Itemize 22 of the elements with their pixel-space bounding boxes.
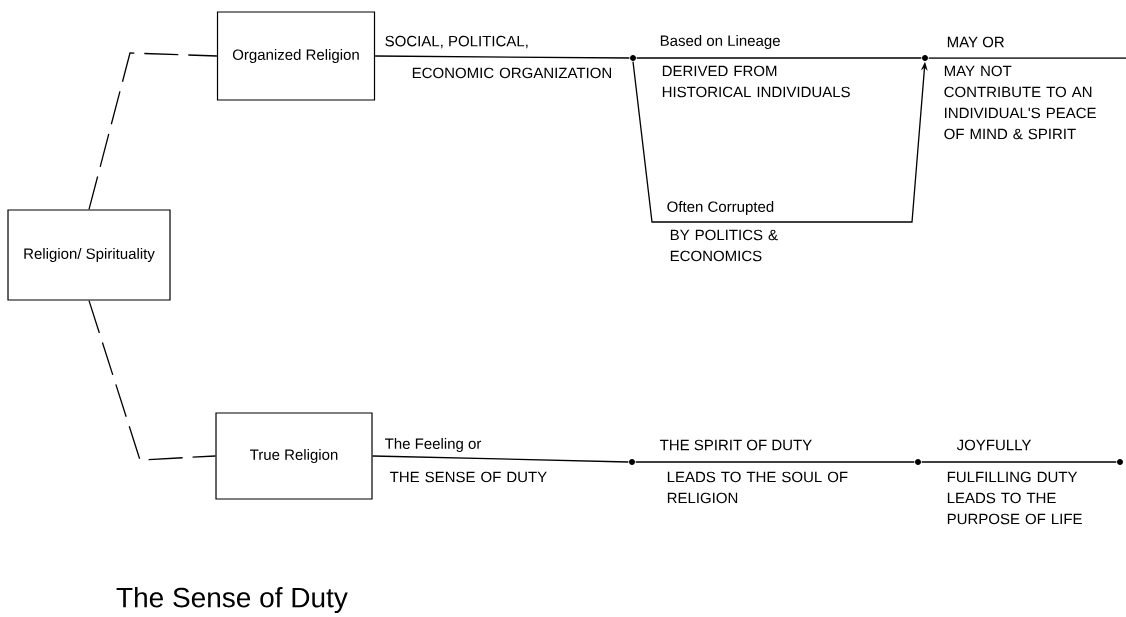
note-text: The Feeling or [385,438,482,452]
note-text: SOCIAL, POLITICAL, [385,35,528,49]
connector-line [928,57,1126,59]
note-text: Often Corrupted [667,201,774,215]
connector-line [635,461,915,463]
connector-line [88,299,217,461]
connector-line [374,55,630,59]
note-text: ECONOMIC ORGANIZATION [412,67,611,79]
note-text: MAY NOT CONTRIBUTE TO AN INDIVIDUAL'S PEACE OF MIND & SPIRIT [944,65,1096,140]
concept-box: True Religion [215,412,373,500]
note-text: LEADS TO THE SOUL OF RELIGION [667,471,848,504]
title: The Sense of Duty [116,586,348,614]
note-text: BY POLITICS & ECONOMICS [670,229,778,262]
connector-line [88,52,218,211]
concept-box: Organized Religion [216,11,376,101]
connector-line [371,455,629,463]
concept-box: Religion/ Spirituality [7,209,171,301]
note-text: THE SENSE OF DUTY [390,471,547,483]
connector-line [921,461,1117,463]
note-text: DERIVED FROM HISTORICAL INDIVIDUALS [662,65,850,98]
note-text: FULFILLING DUTY LEADS TO THE PURPOSE OF LIFE [947,471,1082,525]
connector-line [636,57,922,59]
